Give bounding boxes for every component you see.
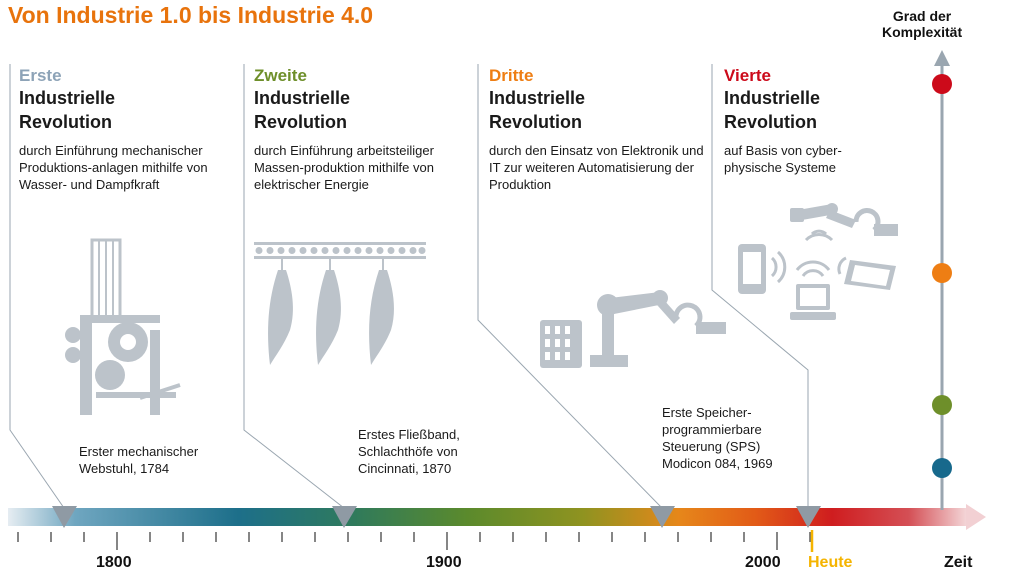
revolution-ordinal: Dritte (489, 66, 534, 85)
complexity-axis-label: Grad der Komplexität (882, 8, 962, 40)
revolution-ordinal: Zweite (254, 66, 307, 85)
timeline-ticks (17, 532, 811, 550)
timeline-arrowhead (966, 504, 986, 530)
revolution-description: durch Einführung arbeitsteiliger Massen-… (254, 143, 434, 192)
timeline-bar (8, 508, 966, 526)
guide-line-3 (477, 64, 663, 509)
time-axis-label: Zeit (944, 554, 973, 571)
diagram-title: Von Industrie 1.0 bis Industrie 4.0 (8, 2, 374, 28)
complexity-dot-4 (932, 74, 952, 94)
complexity-dot-1 (932, 458, 952, 478)
revolution-description: durch den Einsatz von Elektronik und IT … (489, 143, 704, 192)
revolution-description: auf Basis von cyber-physische Systeme (724, 143, 842, 175)
complexity-axis-arrowhead (934, 50, 950, 66)
revolution-ordinal: Vierte (724, 66, 771, 85)
complexity-dot-3 (932, 263, 952, 283)
revolution-heading-line1: Industrielle (19, 88, 116, 108)
year-label-1800: 1800 (96, 554, 132, 571)
marker-1870 (332, 506, 357, 528)
now-label: Heute (808, 554, 853, 571)
milestone-webstuhl: Erster mechanischer Webstuhl, 1784 (79, 444, 199, 476)
marker-1969 (650, 506, 675, 528)
revolution-panel-2: Zweite Industrielle Revolution durch Ein… (254, 66, 484, 193)
cyber-physical-systems-icon (738, 203, 898, 320)
revolution-ordinal: Erste (19, 66, 62, 85)
revolution-description: durch Einführung mechanischer Produktion… (19, 143, 208, 192)
complexity-dot-2 (932, 395, 952, 415)
mechanical-loom-icon (65, 238, 181, 415)
guide-line-2 (243, 64, 345, 509)
complexity-label-line2: Komplexität (882, 24, 963, 40)
revolution-guide-lines (9, 64, 809, 509)
revolution-heading-line2: Revolution (254, 112, 347, 132)
industrial-robot-arm-icon (540, 290, 726, 368)
marker-now (796, 506, 821, 528)
revolution-heading-line2: Revolution (489, 112, 582, 132)
year-label-2000: 2000 (745, 554, 781, 571)
revolution-panel-4: Vierte Industrielle Revolution auf Basis… (724, 66, 924, 176)
revolution-heading-line1: Industrielle (254, 88, 351, 108)
revolution-heading-line1: Industrielle (724, 88, 821, 108)
assembly-line-icon (254, 242, 426, 365)
revolution-heading-line2: Revolution (19, 112, 112, 132)
revolution-panel-3: Dritte Industrielle Revolution durch den… (489, 66, 719, 193)
revolution-heading-line1: Industrielle (489, 88, 586, 108)
complexity-label-line1: Grad der (892, 8, 952, 24)
guide-line-4 (711, 64, 809, 508)
revolution-heading-line2: Revolution (724, 112, 817, 132)
timeline-markers (52, 506, 821, 528)
milestone-sps: Erste Speicher- programmierbare Steuerun… (662, 405, 773, 471)
guide-line-1 (9, 64, 65, 509)
milestone-fliessband: Erstes Fließband, Schlachthöfe von Cinci… (358, 427, 460, 476)
year-label-1900: 1900 (426, 554, 462, 571)
revolution-panel-1: Erste Industrielle Revolution durch Einf… (19, 66, 249, 193)
marker-1784 (52, 506, 77, 528)
